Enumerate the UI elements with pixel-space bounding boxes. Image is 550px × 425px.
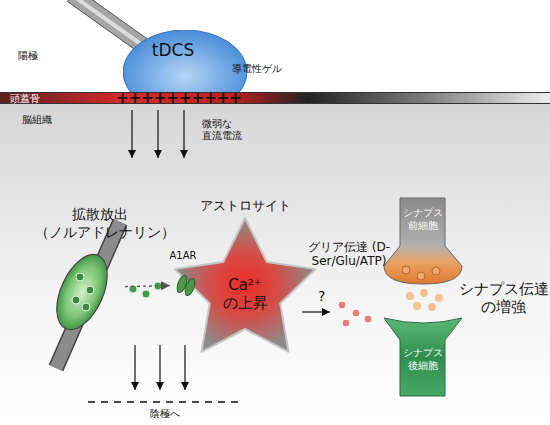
- vesicle: [86, 286, 94, 294]
- vesicles: [402, 266, 440, 280]
- unknown-mark: ?: [318, 288, 332, 305]
- noradrenaline-particles: [129, 282, 162, 298]
- current-arrows: [132, 110, 184, 158]
- current-arrow: [157, 110, 158, 158]
- current-label: 微弱な 直流電流: [202, 118, 252, 142]
- effect-label: シナプス伝達 の増強: [456, 280, 550, 316]
- release-label: 拡散放出 （ノルアドレナリン）: [35, 205, 165, 241]
- particle: [428, 303, 436, 311]
- electrode-gel-shape: [123, 30, 247, 92]
- current-arrow: [184, 345, 185, 390]
- vesicle: [432, 267, 440, 275]
- postsynaptic-cell: シナプス 後細胞: [383, 318, 463, 396]
- charge-signs: ++++++++++: [112, 92, 246, 104]
- particle: [142, 290, 150, 298]
- diffusion-arrow: [125, 285, 170, 287]
- cathode-dashes: [88, 401, 242, 403]
- varicosity-oval: [47, 247, 118, 337]
- cell-name: アストロサイト: [170, 198, 320, 214]
- current-arrow: [134, 345, 135, 390]
- particle: [406, 292, 414, 300]
- anode-label: 陽極: [18, 50, 52, 62]
- receptor: [183, 277, 197, 297]
- current-arrow: [131, 110, 132, 158]
- particle: [413, 302, 421, 310]
- receptor-label: A1AR: [163, 250, 203, 262]
- current-arrow: [159, 345, 160, 390]
- particle: [154, 282, 162, 290]
- skull-band: 頭蓋骨 ++++++++++: [0, 92, 550, 104]
- particle: [435, 294, 443, 302]
- gliotransmission-label: グリア伝達 (D-Ser/Glu/ATP): [294, 240, 404, 269]
- gel-ellipse: [123, 30, 247, 92]
- presynaptic-outline: [384, 198, 462, 284]
- postsynaptic-outline: [384, 318, 462, 396]
- cell-name: シナプス 前細胞: [400, 206, 446, 232]
- presynaptic-cell: シナプス 前細胞: [383, 198, 463, 286]
- axon-varicosity: 拡散放出 （ノルアドレナリン）: [40, 205, 125, 370]
- gliotransmitter-particles: [338, 301, 372, 327]
- cell-name: シナプス 後細胞: [400, 346, 446, 372]
- a1ar-receptor: [175, 274, 197, 297]
- vesicle: [72, 296, 80, 304]
- vesicle: [417, 272, 425, 280]
- electrode-gel: tDCS: [123, 30, 247, 92]
- receptor: [175, 274, 189, 294]
- particle: [352, 309, 360, 317]
- particle: [338, 301, 346, 309]
- vesicle: [76, 273, 84, 281]
- particle: [364, 315, 372, 323]
- tissue-label: 脳組織: [22, 114, 72, 126]
- vesicle: [82, 303, 90, 311]
- current-arrow: [183, 110, 184, 158]
- gliotransmission-arrow: [302, 311, 330, 312]
- vesicle: [402, 266, 410, 274]
- particle: [342, 319, 350, 327]
- current-arrows: [135, 345, 185, 390]
- particle: [420, 289, 428, 297]
- neurotransmitter-particles: [406, 289, 443, 311]
- skull-label: 頭蓋骨: [10, 93, 70, 105]
- astrocyte-star-outline: [175, 218, 316, 352]
- gel-label: 導電性ゲル: [232, 63, 302, 75]
- device-name: tDCS: [123, 40, 223, 60]
- astrocyte-star: アストロサイト Ca²⁺ の上昇: [170, 198, 320, 370]
- brain-tissue: [0, 104, 550, 425]
- calcium-label: Ca²⁺ の上昇: [215, 276, 275, 312]
- cathode-label: 陰極へ: [135, 408, 195, 420]
- particle: [129, 285, 137, 293]
